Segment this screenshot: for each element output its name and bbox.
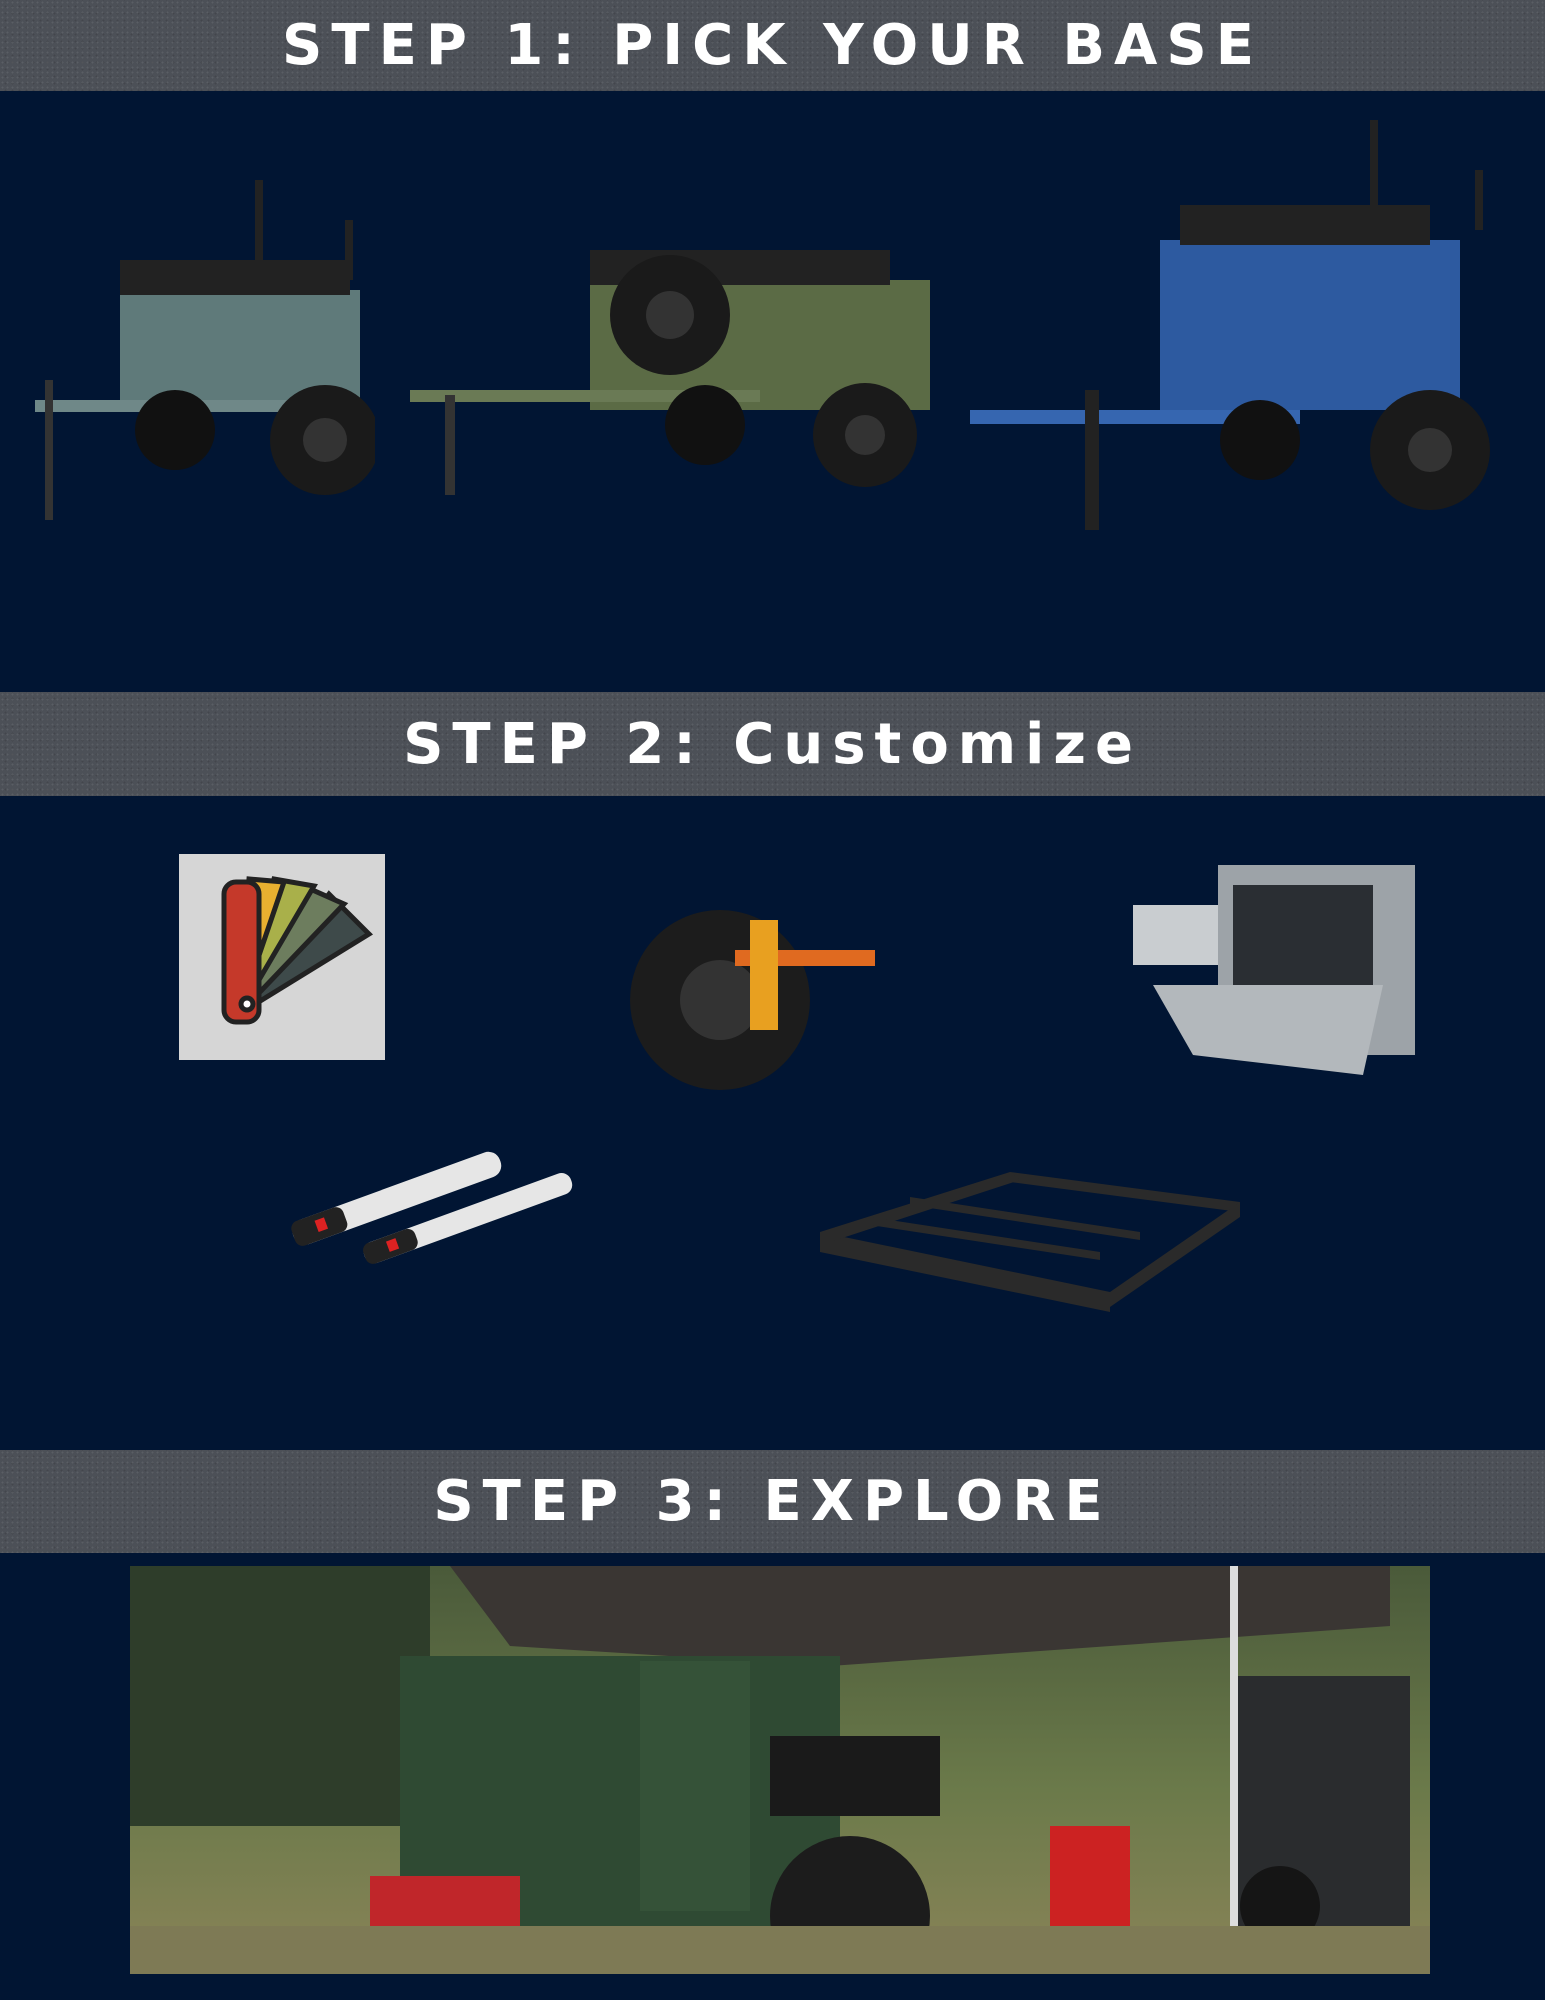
step-1-title: STEP 1: PICK YOUR BASE bbox=[282, 13, 1263, 78]
paint-swatch-icon bbox=[179, 854, 385, 1060]
trailer-green-image bbox=[410, 190, 940, 510]
roof-rack-image bbox=[810, 1172, 1245, 1312]
step-1-header: STEP 1: PICK YOUR BASE bbox=[0, 0, 1545, 91]
step-3-title: STEP 3: EXPLORE bbox=[433, 1469, 1112, 1534]
led-light-bars-image bbox=[268, 1138, 580, 1273]
trailer-blue-image bbox=[970, 120, 1490, 550]
storage-box-image bbox=[1133, 865, 1415, 1075]
step-3-header: STEP 3: EXPLORE bbox=[0, 1450, 1545, 1553]
trailer-gray-image bbox=[25, 180, 375, 530]
suspension-image bbox=[625, 900, 880, 1095]
step-2-title: STEP 2: Customize bbox=[403, 711, 1142, 777]
step-2-header: STEP 2: Customize bbox=[0, 692, 1545, 796]
explore-campsite-photo bbox=[130, 1566, 1430, 1974]
